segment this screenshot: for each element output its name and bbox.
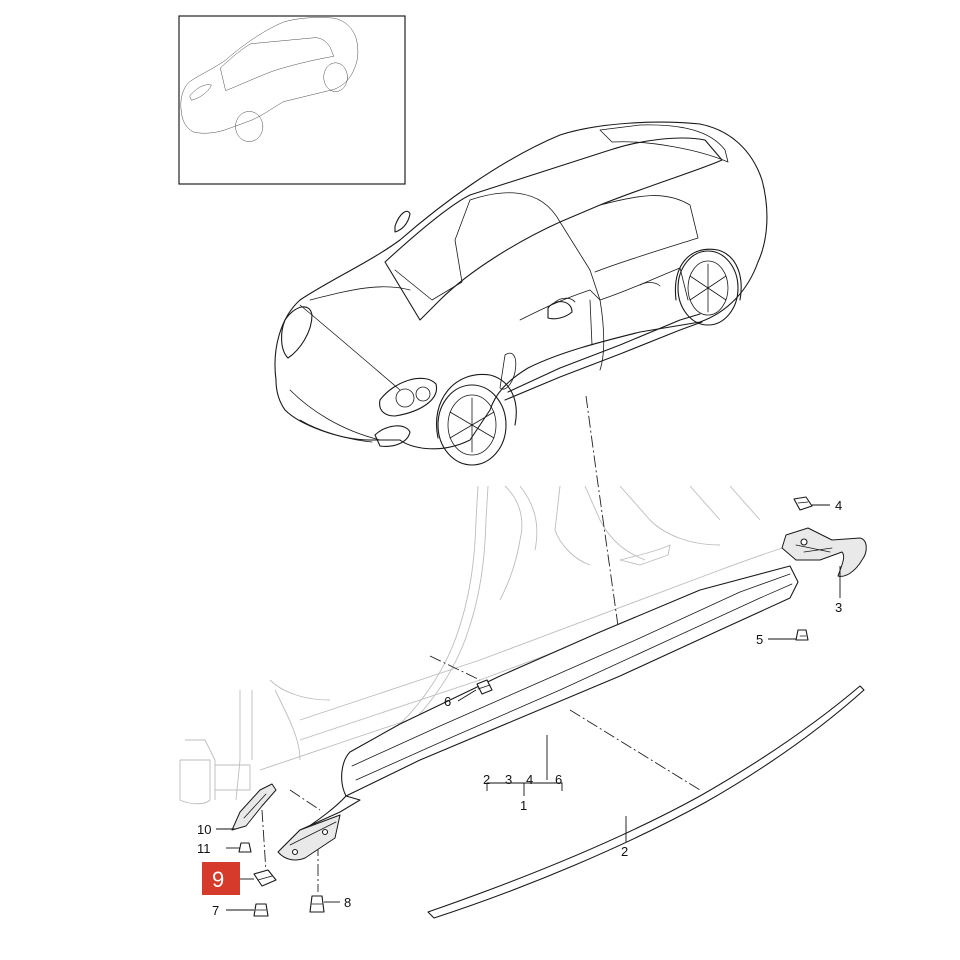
callout-1: 1 bbox=[520, 798, 527, 813]
part-2-trim-strip bbox=[427, 685, 865, 919]
callout-11: 11 bbox=[197, 841, 211, 856]
callout-6: 6 bbox=[444, 694, 451, 709]
group-item-2: 2 bbox=[483, 772, 490, 787]
part-8-screw bbox=[309, 895, 325, 913]
part-7-nut bbox=[253, 903, 269, 917]
group-item-6: 6 bbox=[555, 772, 562, 787]
part-9-clip bbox=[253, 869, 277, 887]
thumbnail-car-drawing bbox=[180, 17, 359, 142]
callout-8: 8 bbox=[344, 895, 351, 910]
part-4-clip bbox=[793, 496, 813, 511]
part-3-rear-bracket bbox=[781, 527, 867, 577]
rear-wheel bbox=[677, 250, 739, 326]
callout-7: 7 bbox=[212, 903, 219, 918]
group-item-3: 3 bbox=[505, 772, 512, 787]
callout-10: 10 bbox=[197, 822, 211, 837]
front-wheel bbox=[437, 384, 507, 466]
alignment-lines bbox=[261, 395, 701, 892]
part-11-screw bbox=[238, 842, 252, 853]
callout-3: 3 bbox=[835, 600, 842, 615]
car-body-outline bbox=[274, 121, 768, 450]
overview-thumbnail bbox=[178, 15, 406, 185]
part-1-side-sill bbox=[277, 565, 799, 861]
highlight-label: 9 bbox=[212, 867, 224, 892]
thumbnail-frame bbox=[178, 15, 406, 185]
callout-4: 4 bbox=[835, 498, 842, 513]
part-5-screw bbox=[795, 629, 809, 641]
part-6-clip bbox=[476, 679, 493, 695]
callout-2: 2 bbox=[621, 844, 628, 859]
callout-5: 5 bbox=[756, 632, 763, 647]
callout-labels: 4 3 5 6 2 3 4 6 1 2 10 11 7 8 bbox=[197, 498, 842, 918]
body-structure-ghost bbox=[179, 485, 811, 805]
part-10-bracket bbox=[231, 783, 277, 831]
group-item-4: 4 bbox=[526, 772, 533, 787]
car-illustration bbox=[274, 121, 768, 466]
highlight-callout-9[interactable]: 9 bbox=[202, 862, 240, 895]
highlight-box[interactable] bbox=[202, 862, 240, 895]
callout-leaders bbox=[216, 504, 841, 911]
